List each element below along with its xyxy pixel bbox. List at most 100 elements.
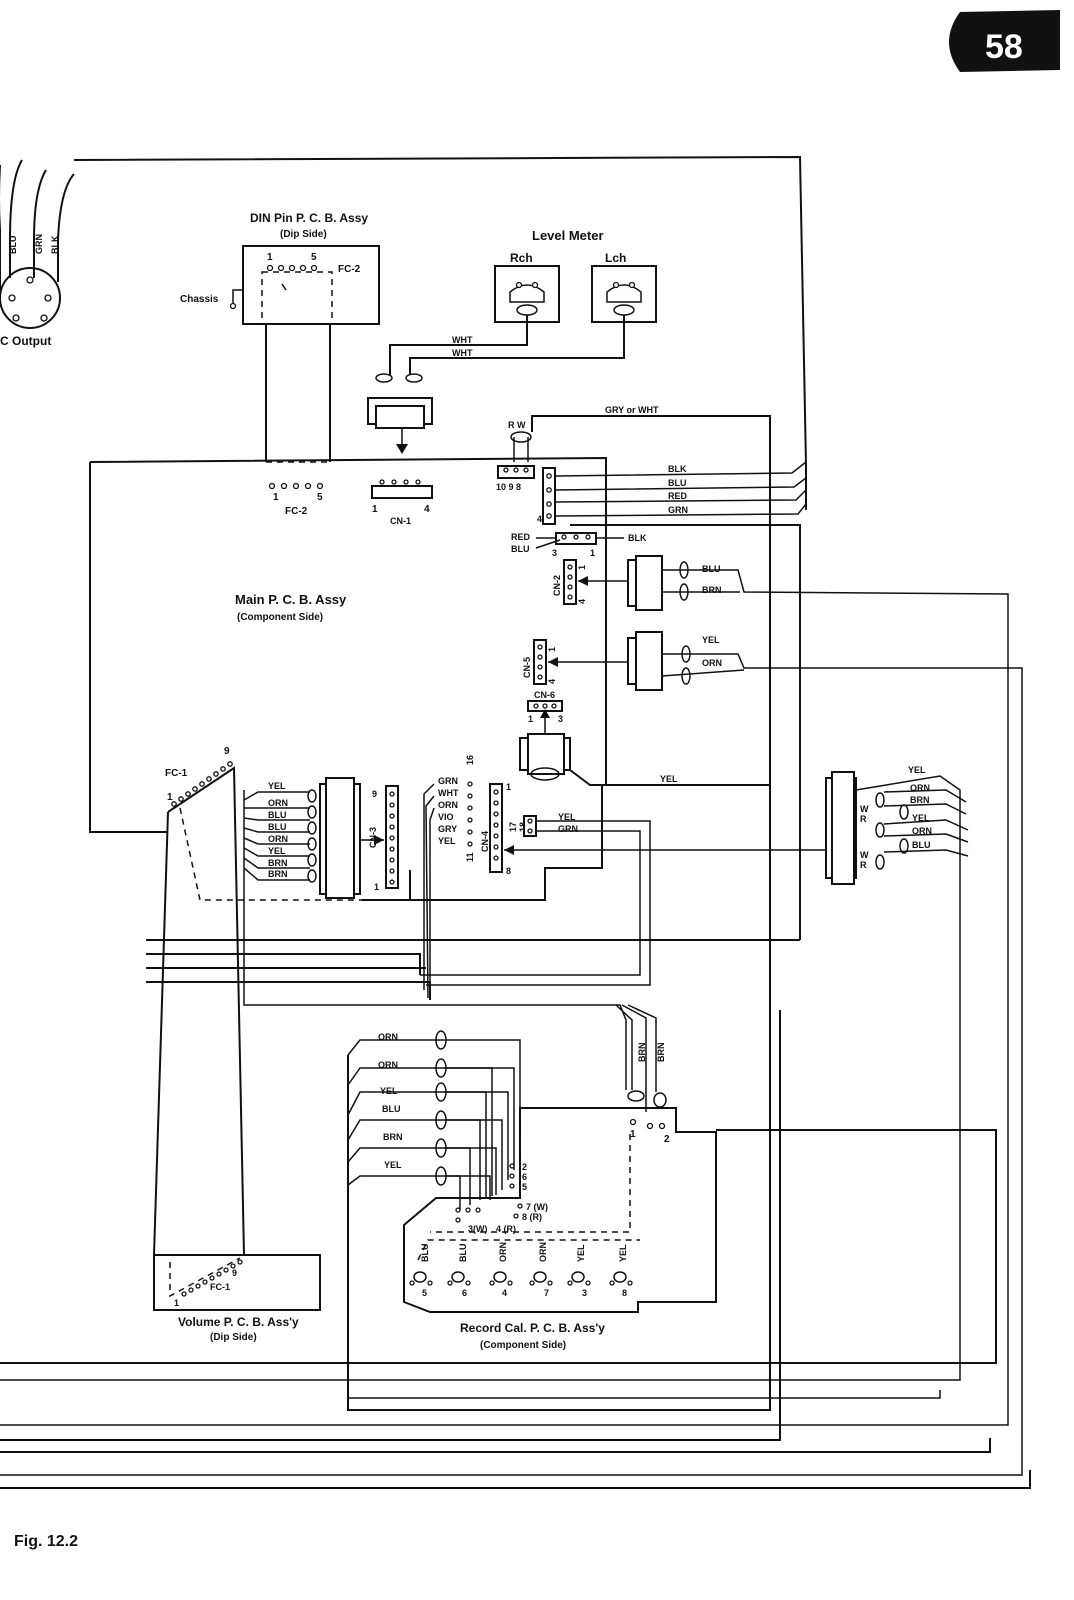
fc1: FC-1 1 9 bbox=[153, 746, 627, 1256]
cn3-wire: BLU bbox=[268, 822, 287, 832]
rec-pin-label: 6 bbox=[522, 1172, 527, 1182]
cn2-pin-start: 1 bbox=[577, 565, 587, 570]
din-pin-end: 5 bbox=[311, 252, 317, 263]
cn4-wire: ORN bbox=[438, 800, 458, 810]
rec-input-wire: YEL bbox=[384, 1160, 402, 1170]
cn2-wire: BRN bbox=[702, 585, 722, 595]
rw-block-wire: BLU bbox=[668, 478, 687, 488]
rec-input-wire: ORN bbox=[378, 1060, 398, 1070]
fc2-pin-start: 1 bbox=[273, 492, 279, 503]
right-wire: YEL bbox=[912, 813, 930, 823]
cn3-wire: BLU bbox=[268, 810, 287, 820]
rec-pot-color: ORN bbox=[538, 1242, 548, 1262]
rec-pot-color: YEL bbox=[618, 1244, 628, 1262]
cn1-label: CN-1 bbox=[390, 516, 411, 526]
cn-small-pin: 3 bbox=[552, 548, 557, 558]
level-meter-title: Level Meter bbox=[532, 228, 604, 243]
rch-label: Rch bbox=[510, 251, 533, 265]
main-pcb-title: Main P. C. B. Assy bbox=[235, 592, 347, 607]
rec-pot: YEL 8 bbox=[609, 1244, 633, 1298]
chassis-label: Chassis bbox=[180, 294, 219, 305]
cn4-wire: WHT bbox=[438, 788, 459, 798]
cn3-pin-start: 1 bbox=[374, 882, 379, 892]
right-wire: YEL bbox=[908, 765, 926, 775]
din-pcb-title: DIN Pin P. C. B. Assy bbox=[250, 211, 368, 225]
cn3-wire: ORN bbox=[268, 798, 288, 808]
cn5-pin-start: 1 bbox=[547, 647, 557, 652]
rw-pins: 10 9 8 bbox=[496, 482, 521, 492]
volume-pcb-subtitle: (Dip Side) bbox=[210, 1332, 257, 1343]
cn2-label: CN-2 bbox=[552, 575, 562, 596]
cn4-wire: GRN bbox=[438, 776, 458, 786]
cn5-pin-end: 4 bbox=[547, 679, 557, 684]
yel-wire-label: YEL bbox=[660, 774, 678, 784]
volume-pcb: 1 9 FC-1 Volume P. C. B. Ass'y (Dip Side… bbox=[153, 1254, 321, 1343]
cn2-pin-end: 4 bbox=[577, 599, 587, 604]
rec-pin-label: 5 bbox=[522, 1182, 527, 1192]
din-pin-start: 1 bbox=[267, 252, 273, 263]
fc1-pin-end: 9 bbox=[224, 746, 230, 757]
cn4-pin: 8 bbox=[506, 866, 511, 876]
cn3-wire: YEL bbox=[268, 781, 286, 791]
rec-pot-color: BLU bbox=[420, 1244, 430, 1263]
wr-label: R bbox=[860, 860, 867, 870]
vol-fc1-pin-end: 9 bbox=[232, 1268, 237, 1278]
cn3-wire: BRN bbox=[268, 869, 288, 879]
rec-pot: YEL 3 bbox=[567, 1244, 591, 1298]
cn4: GRN WHT ORN VIO GRY YEL 16 11 1 8 CN-4 1… bbox=[420, 755, 826, 1000]
output-wire-label: BLU bbox=[8, 236, 18, 255]
cn6-pin-start: 1 bbox=[528, 714, 533, 724]
level-meter-wire: WHT bbox=[452, 335, 473, 345]
rw-label: R W bbox=[508, 420, 526, 430]
cn2: CN-2 1 4 BLU BRN bbox=[0, 555, 1009, 1426]
rec-top-pin: 2 bbox=[664, 1134, 670, 1145]
volume-pcb-title: Volume P. C. B. Ass'y bbox=[178, 1315, 299, 1329]
right-wire: ORN bbox=[912, 826, 932, 836]
din-pcb-subtitle: (Dip Side) bbox=[280, 229, 327, 240]
fc2-bottom: 1 5 FC-2 bbox=[268, 482, 324, 517]
rec-input-wire: YEL bbox=[380, 1086, 398, 1096]
page-number: 58 bbox=[985, 28, 1023, 66]
din-fc2-label: FC-2 bbox=[338, 264, 361, 275]
rec-pin-label: 2 bbox=[522, 1162, 527, 1172]
rec-pcb-title: Record Cal. P. C. B. Ass'y bbox=[460, 1321, 605, 1335]
rec-pot-num: 5 bbox=[422, 1288, 427, 1298]
rec-pin-label: 7 (W) bbox=[526, 1202, 548, 1212]
cn5: CN-5 1 4 YEL ORN bbox=[0, 631, 1023, 1476]
wr-label: W bbox=[860, 804, 869, 814]
rec-input-wire: ORN bbox=[378, 1032, 398, 1042]
rw-block-pin-end: 4 bbox=[537, 514, 542, 524]
right-wire: BLU bbox=[912, 840, 931, 850]
rec-input-wire: BRN bbox=[383, 1132, 403, 1142]
record-cal-pcb: ORN ORN YEL BLU BRN YEL 1 2 BRN BRN bbox=[347, 1004, 941, 1399]
cn3: YEL ORN BLU BLU ORN YEL BRN BRN CN-3 9 1 bbox=[243, 777, 399, 899]
cn1: 1 4 CN-1 bbox=[371, 479, 433, 526]
vol-fc1-label: FC-1 bbox=[210, 1282, 230, 1292]
cn-small-left-label: RED bbox=[511, 532, 531, 542]
rec-pot-num: 4 bbox=[502, 1288, 507, 1298]
rec-pot-color: BLU bbox=[458, 1244, 468, 1263]
rec-pcb-subtitle: (Component Side) bbox=[480, 1340, 566, 1351]
rw-block-wire: RED bbox=[668, 491, 688, 501]
wr-label: R bbox=[860, 814, 867, 824]
rec-pot: ORN 4 bbox=[489, 1242, 513, 1298]
cn6-pin-end: 3 bbox=[558, 714, 563, 724]
wr-label: W bbox=[860, 850, 869, 860]
fc1-pin-start: 1 bbox=[167, 792, 173, 803]
rec-brn-wire: BRN bbox=[656, 1043, 666, 1063]
main-pcb: Main P. C. B. Assy (Component Side) bbox=[89, 456, 607, 833]
cn-small: RED BLU 3 1 BLK bbox=[511, 532, 647, 558]
output-label: C Output bbox=[0, 334, 51, 348]
fc2-pin-end: 5 bbox=[317, 492, 323, 503]
level-meter: Level Meter Rch Lch WHT WHT bbox=[367, 228, 657, 454]
cn3-wire: ORN bbox=[268, 834, 288, 844]
rec-pin-label: 8 (R) bbox=[522, 1212, 542, 1222]
output-wire-label: BLK bbox=[50, 235, 60, 254]
cn5-wire: ORN bbox=[702, 658, 722, 668]
cn3-wire: YEL bbox=[268, 846, 286, 856]
output-wire-label: GRN bbox=[34, 234, 44, 254]
cn-small-pin: 1 bbox=[590, 548, 595, 558]
cn2-wire: BLU bbox=[702, 564, 721, 574]
cn-small-left-label: BLU bbox=[511, 544, 530, 554]
